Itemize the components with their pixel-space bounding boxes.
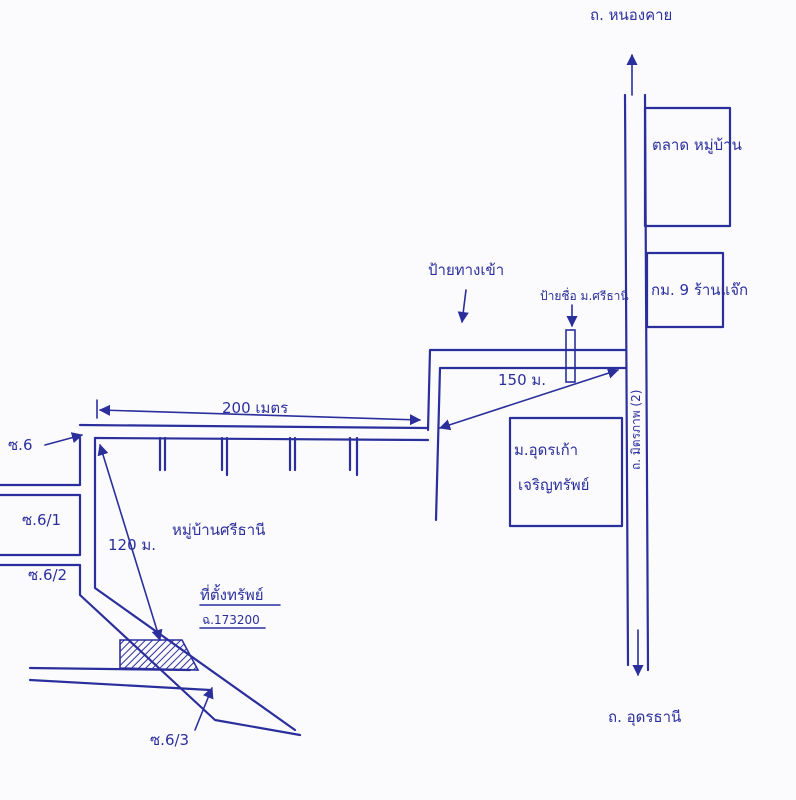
- market-box: [643, 106, 732, 228]
- village-name-label: หมู่บ้านศรีธานี: [172, 521, 265, 539]
- distance-top-arrow: [98, 404, 422, 426]
- soi-6-2-label: ซ.6/2: [28, 566, 67, 584]
- km-marker-label: กม. 9 ร้านแจ๊ก: [651, 281, 748, 299]
- south-destination-label: ถ. อุดรธานี: [608, 708, 681, 727]
- north-destination-label: ถ. หนองคาย: [590, 6, 672, 24]
- entrance-sign-arrow: [457, 289, 469, 324]
- village-sign-label: ป้ายชื่อ ม.ศรีธานี: [540, 287, 629, 303]
- left-road: [0, 436, 302, 737]
- entrance-sign-label: ป้ายทางเข้า: [428, 261, 504, 279]
- soi-6-label: ซ.6: [8, 436, 33, 454]
- main-road-label: ถ. มิตรภาพ (2): [629, 390, 643, 470]
- neighbor-village-label-1: ม.อุดรเก้า: [514, 441, 578, 460]
- distance-entrance-label: 150 ม.: [498, 371, 546, 389]
- neighbor-village-box: [508, 416, 624, 528]
- property-title-label: ที่ตั้งทรัพย์: [200, 584, 264, 604]
- soi-6-1-label: ซ.6/1: [22, 511, 61, 529]
- soi-6-3-arrow: [194, 686, 214, 731]
- distance-entrance-arrow: [438, 367, 620, 431]
- neighbor-village-label-2: เจริญทรัพย์: [518, 476, 589, 494]
- market-label: ตลาด หมู่บ้าน: [652, 136, 742, 154]
- distance-diag-arrow: [97, 443, 163, 642]
- deed-number-label: ฉ.173200: [202, 613, 260, 627]
- distance-top-label: 200 เมตร: [222, 399, 288, 417]
- village-sign-post: [565, 329, 576, 383]
- village-road: [78, 423, 430, 477]
- soi-6-3-label: ซ.6/3: [150, 731, 189, 749]
- distance-diag-label: 120 ม.: [108, 536, 156, 554]
- lower-road-2: [28, 678, 212, 692]
- km-marker-box: [645, 251, 725, 329]
- property-plot: [119, 639, 200, 671]
- soi-6-arrow: [44, 432, 84, 446]
